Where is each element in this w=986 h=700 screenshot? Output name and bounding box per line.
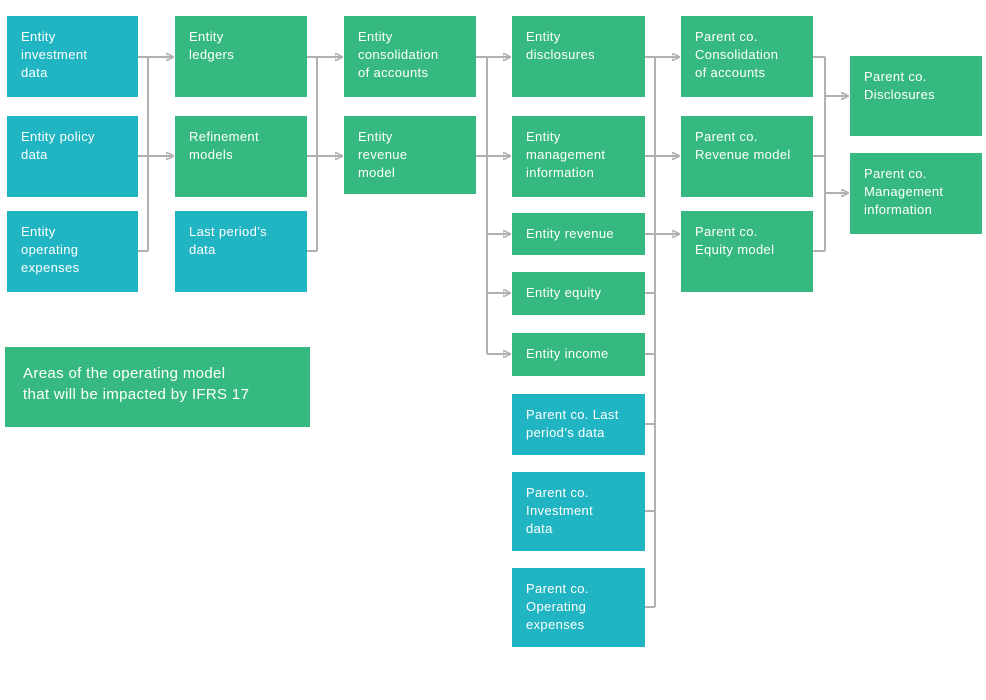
node-entity-revenue: Entity revenue <box>512 213 645 255</box>
node-entity-revenue-model: Entity revenue model <box>344 116 476 194</box>
node-entity-equity: Entity equity <box>512 272 645 315</box>
node-entity-consolidation-of-accounts: Entity consolidation of accounts <box>344 16 476 97</box>
node-entity-investment-data: Entity investment data <box>7 16 138 97</box>
node-parent-co-management-information: Parent co. Management information <box>850 153 982 234</box>
node-entity-ledgers: Entity ledgers <box>175 16 307 97</box>
legend-impacted-areas: Areas of the operating model that will b… <box>5 347 310 427</box>
node-entity-policy-data: Entity policy data <box>7 116 138 197</box>
node-parent-co-equity-model: Parent co. Equity model <box>681 211 813 292</box>
node-parent-co-investment-data: Parent co. Investment data <box>512 472 645 551</box>
node-refinement-models: Refinement models <box>175 116 307 197</box>
node-parent-co-disclosures: Parent co. Disclosures <box>850 56 982 136</box>
node-last-periods-data: Last period’s data <box>175 211 307 292</box>
node-entity-income: Entity income <box>512 333 645 376</box>
node-entity-disclosures: Entity disclosures <box>512 16 645 97</box>
node-parent-co-last-periods-data: Parent co. Last period’s data <box>512 394 645 455</box>
node-parent-co-revenue-model: Parent co. Revenue model <box>681 116 813 197</box>
node-entity-operating-expenses: Entity operating expenses <box>7 211 138 292</box>
node-entity-management-information: Entity management information <box>512 116 645 197</box>
node-parent-co-operating-expenses: Parent co. Operating expenses <box>512 568 645 647</box>
node-parent-co-consolidation-of-accounts: Parent co. Consolidation of accounts <box>681 16 813 97</box>
